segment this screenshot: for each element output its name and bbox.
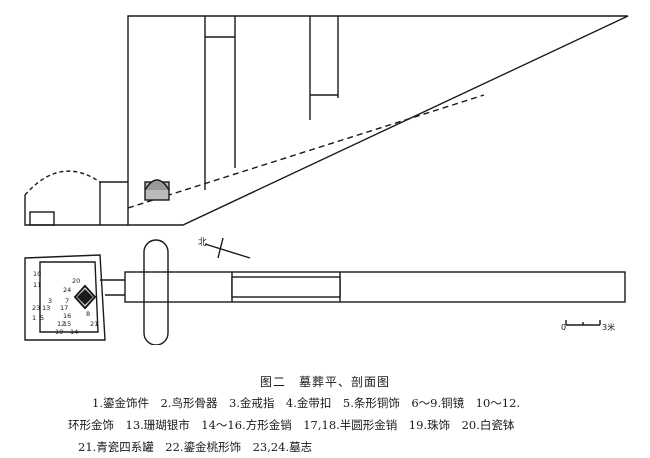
plan-object-number: 15	[63, 320, 71, 328]
legend-line-1: 1.鎏金饰件 2.鸟形骨器 3.金戒指 4.金带扣 5.条形铜饰 6～9.铜镜 …	[92, 396, 521, 410]
plan-view	[24, 239, 626, 345]
plan-object-number: 10	[33, 270, 41, 278]
north-arrow-icon	[204, 237, 251, 259]
north-label: 北	[198, 237, 207, 248]
plan-object-number: 23	[32, 304, 40, 312]
plan-object-number: 22	[80, 294, 88, 302]
plan-object-number: 20	[72, 277, 80, 285]
figure-caption: 图二 墓葬平、剖面图	[259, 375, 390, 389]
plan-object-number: 16	[63, 312, 71, 320]
plan-object-number: 11	[33, 281, 41, 289]
plan-object-number: 5	[40, 314, 44, 322]
plan-object-number: 8	[86, 310, 90, 318]
plan-object-number: 3	[48, 297, 52, 305]
section-view	[24, 15, 629, 226]
plan-object-number: 14	[70, 328, 78, 336]
scale-label-zero: 0	[561, 323, 566, 332]
plan-object-number: 21	[90, 320, 98, 328]
scale-label-max: 3米	[602, 322, 615, 332]
scale-bar	[565, 320, 601, 326]
plan-object-number: 13	[42, 304, 50, 312]
plan-object-number: 7	[65, 297, 69, 305]
legend-line-3: 21.青瓷四系罐 22.鎏金桃形饰 23,24.墓志	[78, 440, 313, 454]
plan-object-number: 1	[32, 314, 36, 322]
plan-object-number: 24	[63, 286, 71, 294]
plan-object-number: 12	[57, 320, 65, 328]
plan-object-number: 17	[60, 304, 68, 312]
plan-object-number: 19	[55, 328, 63, 336]
legend-line-2: 环形金饰 13.珊瑚银市 14～16.方形金销 17,18.半圆形金销 19.珠…	[68, 418, 515, 432]
